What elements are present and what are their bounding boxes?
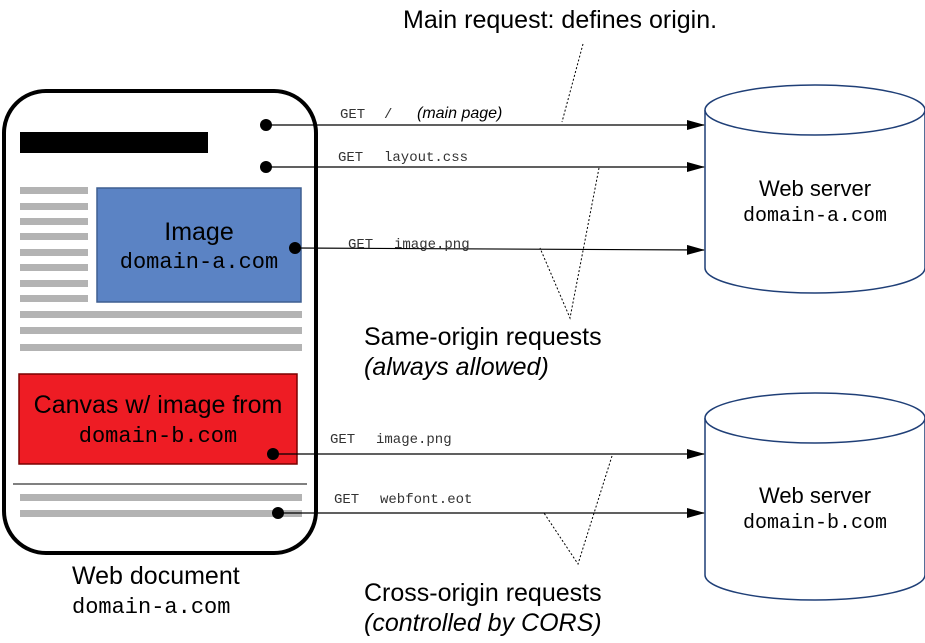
request-0-method: GET	[340, 107, 365, 123]
image-box-title: Image	[164, 218, 233, 246]
text-lines-bottom	[20, 494, 302, 517]
request-2-method: GET	[348, 237, 373, 253]
request-0-path: /	[384, 107, 392, 123]
request-0-note: (main page)	[417, 105, 502, 122]
image-box-domain: domain-a.com	[120, 250, 278, 275]
request-2-path: image.png	[394, 237, 470, 253]
server-b-domain: domain-b.com	[743, 512, 887, 535]
server-domain-b: Web server domain-b.com	[704, 392, 925, 601]
server-a-title: Web server	[759, 176, 871, 201]
canvas-box-title: Canvas w/ image from	[34, 391, 283, 419]
text-lines-left	[20, 187, 88, 302]
request-arrows: GET / (main page) GET layout.css GET ima…	[260, 105, 705, 519]
annotation-same-origin-note: (always allowed)	[364, 353, 549, 381]
request-webfont: GET webfont.eot	[272, 492, 705, 519]
request-layout-css: GET layout.css	[260, 150, 705, 173]
request-3-path: image.png	[376, 432, 452, 448]
request-1-path: layout.css	[384, 150, 468, 166]
web-document-domain: domain-a.com	[72, 595, 230, 620]
canvas-box-domain: domain-b.com	[79, 424, 237, 449]
annotation-cross-origin-title: Cross-origin requests	[364, 579, 602, 607]
server-a-domain: domain-a.com	[743, 205, 887, 228]
request-4-path: webfont.eot	[380, 492, 472, 508]
canvas-box	[18, 373, 298, 465]
web-document-label: Web document	[72, 562, 240, 590]
annotation-cross-origin-note: (controlled by CORS)	[364, 609, 602, 637]
annotation-main-request: Main request: defines origin.	[403, 6, 717, 34]
request-3-method: GET	[330, 432, 355, 448]
request-1-method: GET	[338, 150, 363, 166]
request-main-page: GET / (main page)	[260, 105, 705, 131]
image-box	[96, 187, 302, 303]
request-4-method: GET	[334, 492, 359, 508]
server-b-title: Web server	[759, 483, 871, 508]
request-image-b: GET image.png	[267, 432, 705, 460]
annotation-same-origin-title: Same-origin requests	[364, 323, 602, 351]
annotation-leaders	[539, 43, 613, 566]
document-title-bar	[20, 132, 208, 153]
text-lines-full	[20, 311, 302, 351]
server-domain-a: Web server domain-a.com	[704, 84, 925, 294]
request-image-a: GET image.png	[289, 237, 705, 255]
